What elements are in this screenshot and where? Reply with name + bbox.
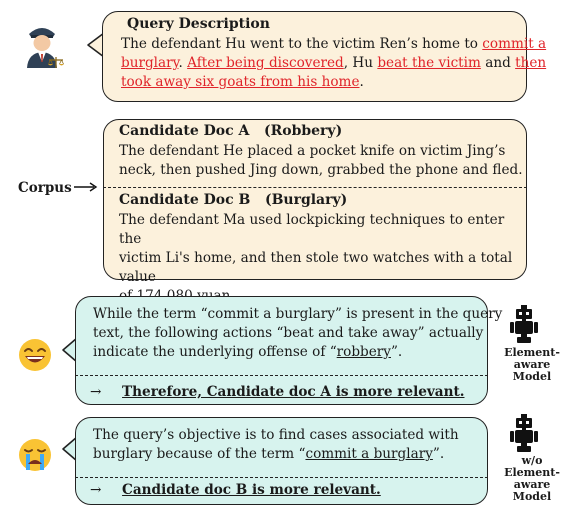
- reasoning-a-text: While the term “commit a burglary” is pr…: [93, 305, 502, 362]
- text-segment: indicate the underlying offense of “: [93, 344, 337, 360]
- query-title: Query Description: [127, 16, 270, 32]
- reasoning-b-conclusion-row: → Candidate doc B is more relevant.: [90, 481, 381, 500]
- conclusion-arrow-icon: →: [90, 482, 102, 498]
- highlighted-phrase: beat the victim: [377, 55, 481, 71]
- reasoning-a-box: While the term “commit a burglary” is pr…: [75, 296, 502, 405]
- reasoning-b-text: The query’s objective is to find cases a…: [93, 426, 483, 464]
- highlighted-phrase: then: [515, 55, 547, 71]
- doc-b-title: Candidate Doc B (Burglary): [119, 192, 348, 208]
- robot-icon: [510, 305, 538, 343]
- doc-divider: [103, 187, 527, 188]
- highlighted-phrase: burglary: [121, 55, 179, 71]
- model-label-line: w/o: [521, 454, 543, 467]
- reasoning-b-box: The query’s objective is to find cases a…: [75, 417, 488, 505]
- underlined-phrase: robbery: [336, 344, 391, 360]
- doc-a-line: neck, then pushed Jing down, grabbed the…: [119, 162, 523, 178]
- text-line: While the term “commit a burglary” is pr…: [93, 305, 502, 324]
- text-segment: ”.: [390, 344, 403, 360]
- smiling-face-icon: [19, 339, 51, 371]
- doc-b-line: The defendant Ma used lockpicking techni…: [119, 212, 505, 247]
- corpus-arrow-icon: [74, 182, 98, 192]
- doc-a-text: The defendant He placed a pocket knife o…: [119, 142, 523, 180]
- text-segment: The query’s objective is to find cases a…: [93, 427, 459, 443]
- corpus-label: Corpus: [18, 180, 72, 196]
- reasoning-a-conclusion: Therefore, Candidate doc A is more relev…: [122, 384, 465, 400]
- text-line: text, the following actions “beat and ta…: [93, 324, 483, 343]
- text-line: The query’s objective is to find cases a…: [93, 426, 483, 445]
- highlighted-phrase: commit a: [482, 36, 547, 52]
- text-line: took away six goats from his home.: [121, 73, 526, 92]
- crying-face-icon: [19, 439, 51, 471]
- text-line: burglary. After being discovered, Hu bea…: [121, 54, 546, 73]
- doc-a-line: The defendant He placed a pocket knife o…: [119, 143, 506, 159]
- model-label-line: Model: [512, 490, 552, 503]
- query-description-box: Query Description The defendant Hu went …: [102, 11, 546, 102]
- query-bubble-tail: [87, 32, 105, 58]
- text-line: indicate the underlying offense of “robb…: [93, 343, 483, 362]
- reasoning-a-conclusion-row: → Therefore, Candidate doc A is more rel…: [90, 383, 464, 402]
- text-segment: burglary because of the term “: [93, 446, 306, 462]
- model-label-line: Element-aware: [504, 346, 560, 371]
- corpus-box: Candidate Doc A (Robbery) The defendant …: [103, 119, 527, 304]
- text-line: burglary because of the term “commit a b…: [93, 445, 483, 464]
- highlighted-phrase: took away six goats from his home: [121, 74, 360, 90]
- doc-b-text: The defendant Ma used lockpicking techni…: [119, 211, 526, 306]
- judge-icon: [27, 28, 64, 68]
- text-segment: While the term “commit a burglary” is pr…: [93, 306, 503, 322]
- reasoning-a-divider: [75, 375, 488, 376]
- text-segment: .: [178, 55, 188, 71]
- text-segment: and: [480, 55, 516, 71]
- robot-icon: [510, 414, 538, 452]
- conclusion-arrow-icon: →: [90, 384, 102, 400]
- underlined-phrase: commit a burglary: [305, 446, 433, 462]
- reasoning-b-divider: [75, 477, 488, 478]
- text-segment: , Hu: [343, 55, 378, 71]
- reasoning-b-tail: [62, 436, 78, 462]
- highlighted-phrase: After being discovered: [187, 55, 344, 71]
- doc-b-line: victim Li's home, and then stole two wat…: [119, 250, 513, 285]
- text-line: The defendant Hu went to the victim Ren’…: [121, 35, 546, 54]
- model-label-b: w/o Element-aware Model: [491, 455, 571, 503]
- text-segment: text, the following actions “beat and ta…: [93, 325, 484, 341]
- text-segment: The defendant Hu went to the victim Ren’…: [121, 36, 483, 52]
- model-label-a: Element-aware Model: [491, 347, 571, 383]
- text-segment: ”.: [432, 446, 445, 462]
- reasoning-a-tail: [62, 337, 78, 363]
- doc-a-title: Candidate Doc A (Robbery): [119, 123, 343, 139]
- text-segment: .: [359, 74, 364, 90]
- model-label-line: Element-aware: [504, 466, 560, 491]
- model-label-line: Model: [512, 370, 552, 383]
- reasoning-b-conclusion: Candidate doc B is more relevant.: [122, 482, 381, 498]
- query-text: The defendant Hu went to the victim Ren’…: [121, 35, 546, 92]
